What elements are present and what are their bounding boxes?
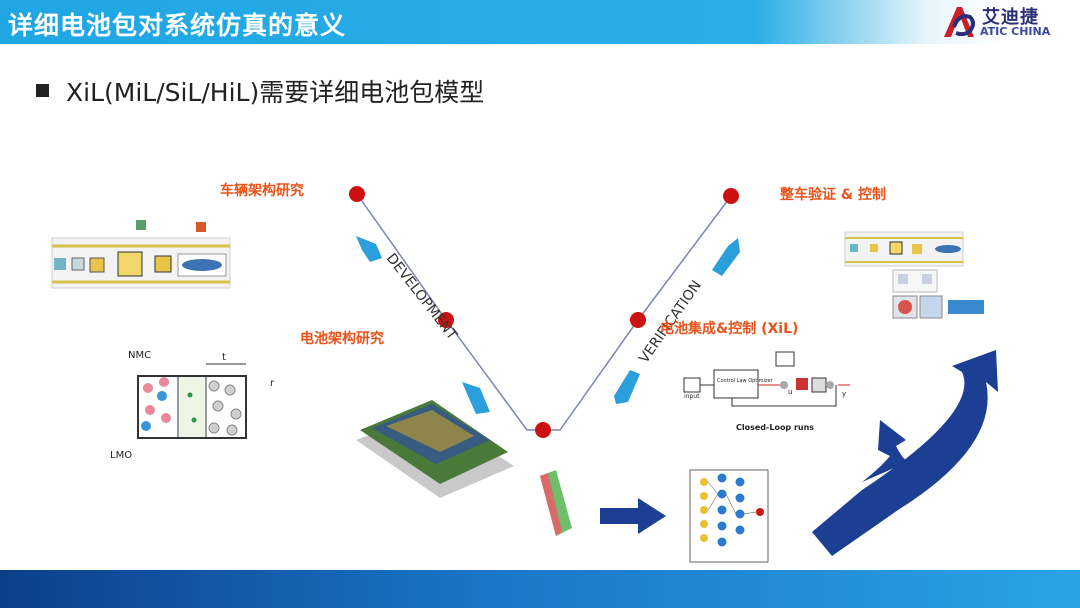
control-u-label: u <box>788 388 792 396</box>
control-input-label: input <box>684 393 700 400</box>
radius-label: r <box>270 378 275 389</box>
cell-diagram: NMC LMO t r <box>110 350 275 461</box>
atic-logo: 艾迪捷 ATIC CHINA <box>940 3 1070 41</box>
vehicle-verify-schematic <box>844 231 984 319</box>
logo-text-cn: 艾迪捷 <box>982 7 1039 28</box>
v-node-top-right <box>723 188 739 204</box>
v-node-mid-left <box>438 312 454 328</box>
dev-arrow-lower <box>462 382 490 414</box>
bullet-square-icon <box>36 84 49 97</box>
single-cell-model <box>540 470 572 536</box>
header-bar: 详细电池包对系统仿真的意义 艾迪捷 ATIC CHINA <box>0 0 1080 44</box>
closed-loop-caption: Closed-Loop runs <box>736 423 814 432</box>
v-node-top-left <box>349 186 365 202</box>
v-node-bottom <box>535 422 551 438</box>
lmo-label: LMO <box>110 450 132 461</box>
label-battery-arch: 电池架构研究 <box>300 331 384 347</box>
dev-arrow-upper <box>356 236 382 262</box>
verify-arrow-large <box>812 350 998 556</box>
development-label: DEVELOPMENT <box>383 251 460 344</box>
logo-mark-icon <box>944 7 975 37</box>
subtitle: XiL(MiL/SiL/HiL)需要详细电池包模型 <box>66 78 485 107</box>
logo-text-en: ATIC CHINA <box>980 25 1051 38</box>
thickness-label: t <box>222 352 226 363</box>
battery-pack-model <box>356 400 514 498</box>
footer-bar <box>0 570 1080 608</box>
nmc-label: NMC <box>128 350 151 361</box>
vehicle-arch-schematic <box>51 220 231 289</box>
control-block-diagram: input Control Law Optimizer u y Closed-L… <box>683 351 850 432</box>
ver-arrow-upper <box>712 238 740 276</box>
ver-arrow-lower <box>614 370 640 404</box>
flow-arrow-right <box>600 498 666 534</box>
label-vehicle-verify: 整车验证 & 控制 <box>780 187 886 203</box>
page-title: 详细电池包对系统仿真的意义 <box>8 11 347 40</box>
v-node-mid-right <box>630 312 646 328</box>
control-y-label: y <box>842 390 846 398</box>
label-integration: 电池集成&控制 (XiL) <box>660 321 799 337</box>
neural-network <box>689 469 769 563</box>
label-vehicle-arch: 车辆架构研究 <box>220 183 304 199</box>
verify-arrow-small <box>862 420 908 482</box>
control-optimizer-label: Control Law Optimizer <box>717 378 774 384</box>
